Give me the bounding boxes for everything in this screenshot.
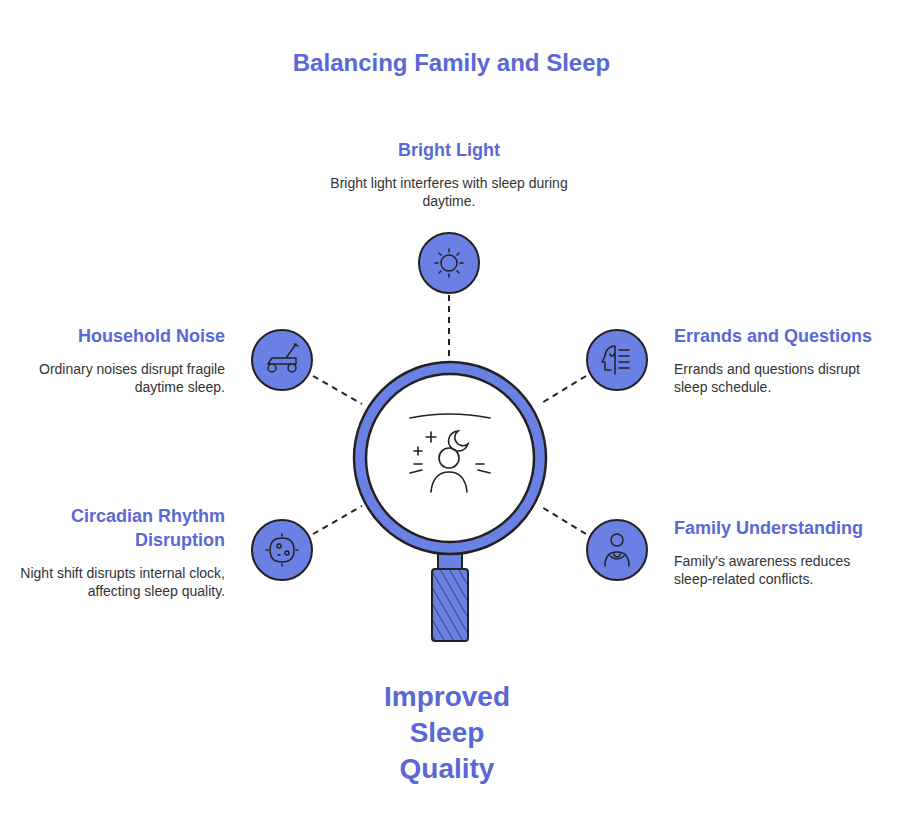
leader-line <box>540 506 586 534</box>
node-heading: Family Understanding <box>674 516 889 540</box>
leader-line <box>313 506 362 534</box>
icon-circle <box>585 328 649 392</box>
diagram-caption: Improved Sleep Quality <box>372 679 522 787</box>
diagram-title: Balancing Family and Sleep <box>0 49 903 77</box>
topic-node: Errands and QuestionsErrands and questio… <box>674 324 889 396</box>
icon-circle <box>250 328 314 392</box>
topic-node: Household NoiseOrdinary noises disrupt f… <box>10 324 225 396</box>
node-heading: Errands and Questions <box>674 324 889 348</box>
node-description: Ordinary noises disrupt fragile daytime … <box>10 360 225 396</box>
node-heading: Bright Light <box>319 138 579 162</box>
topic-node: Circadian Rhythm DisruptionNight shift d… <box>10 504 225 600</box>
icon-circle <box>417 231 481 295</box>
node-heading: Household Noise <box>10 324 225 348</box>
topic-node: Bright LightBright light interferes with… <box>319 138 579 210</box>
sleep-icon <box>410 414 490 492</box>
node-heading: Circadian Rhythm Disruption <box>10 504 225 552</box>
icon-circle <box>585 518 649 582</box>
node-description: Errands and questions disrupt sleep sche… <box>674 360 889 396</box>
node-description: Family's awareness reduces sleep-related… <box>674 552 889 588</box>
magnifier <box>354 362 546 641</box>
leader-line <box>448 295 450 356</box>
topic-node: Family UnderstandingFamily's awareness r… <box>674 516 889 588</box>
leader-line <box>540 376 586 404</box>
node-description: Bright light interferes with sleep durin… <box>319 174 579 210</box>
leader-line <box>313 376 362 404</box>
icon-circle <box>250 518 314 582</box>
node-description: Night shift disrupts internal clock, aff… <box>10 564 225 600</box>
